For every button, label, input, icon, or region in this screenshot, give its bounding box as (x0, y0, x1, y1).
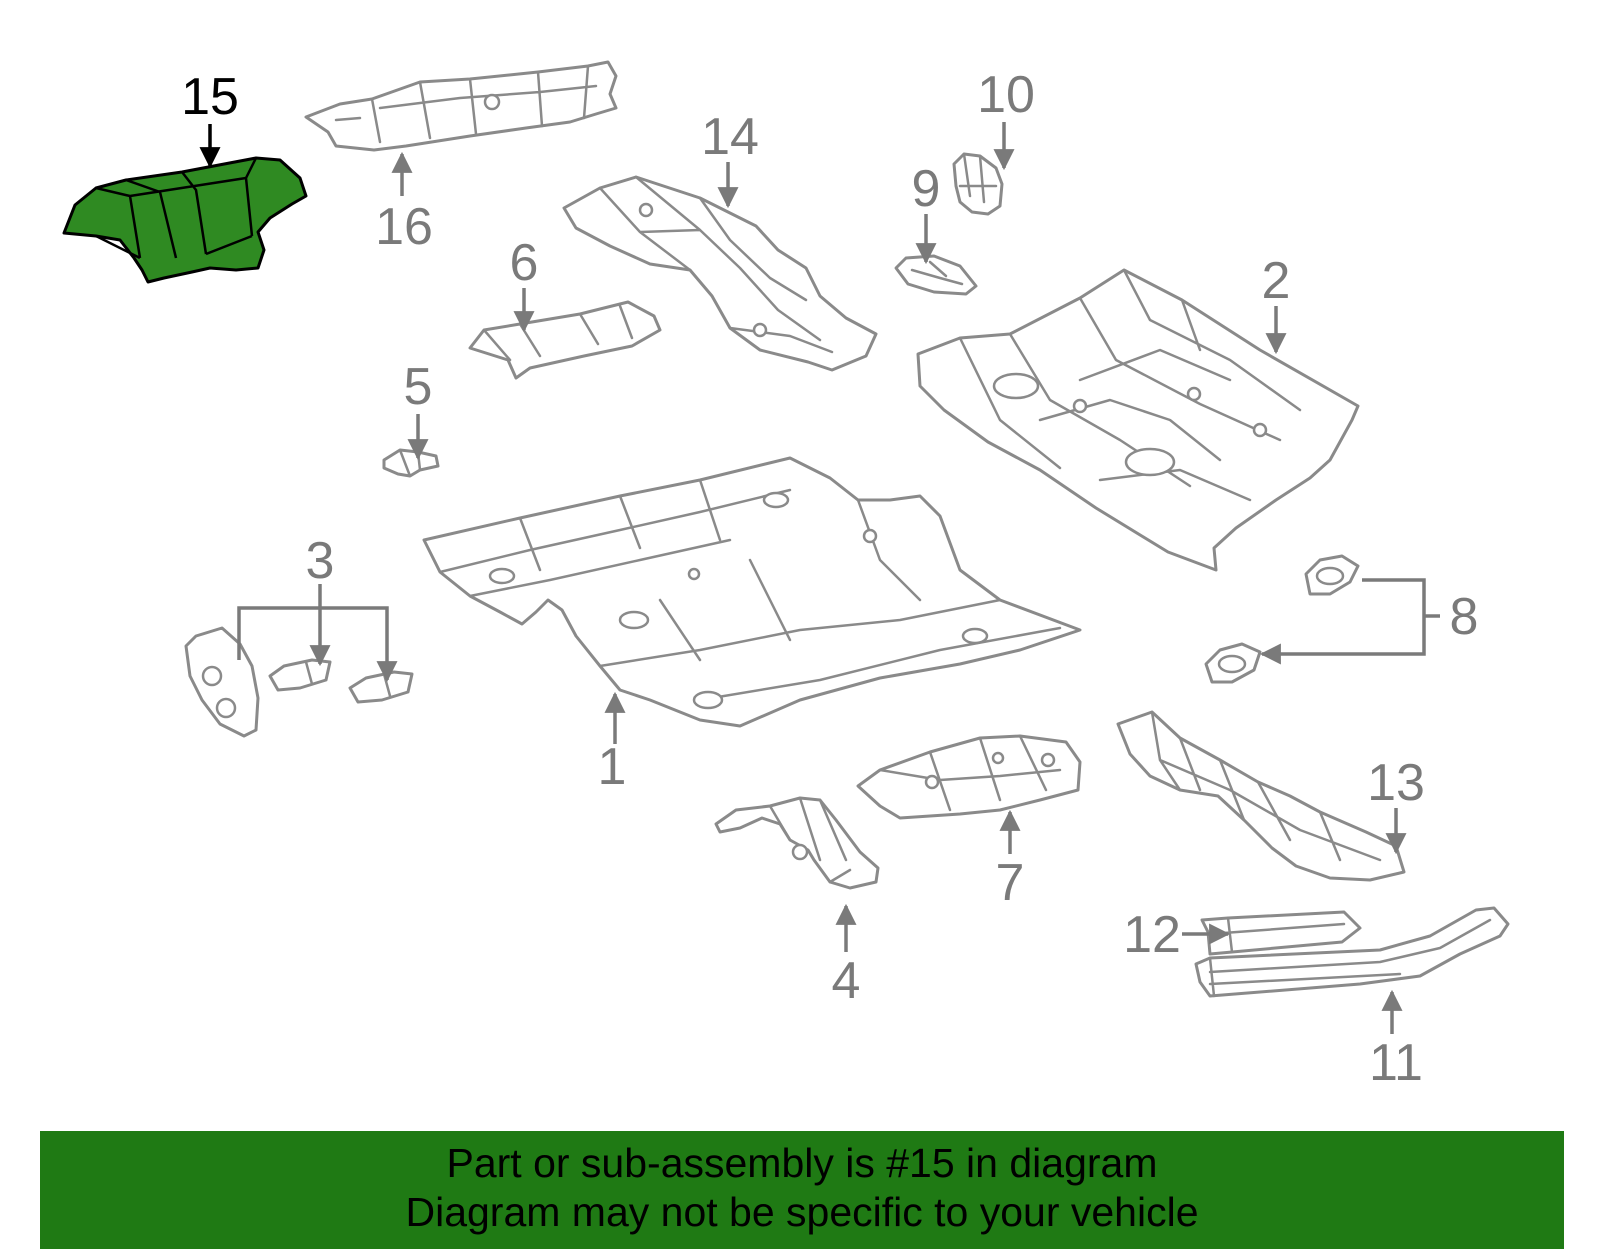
banner-line-1: Part or sub-assembly is #15 in diagram (446, 1140, 1158, 1186)
callout-6: 6 (510, 234, 539, 292)
part-9-plug[interactable] (894, 254, 978, 296)
part-8-plugs[interactable] (1204, 554, 1360, 684)
callout-13: 13 (1367, 754, 1425, 812)
banner-text: Part or sub-assembly is #15 in diagram D… (40, 1139, 1564, 1237)
part-4-bracket[interactable] (714, 796, 880, 890)
callout-4: 4 (832, 952, 861, 1010)
callout-1: 1 (598, 738, 627, 796)
callout-12: 12 (1123, 906, 1181, 964)
part-15-heat-insulator[interactable] (62, 156, 308, 284)
callout-9: 9 (912, 160, 941, 218)
part-5-clip[interactable] (382, 448, 440, 478)
callout-8: 8 (1450, 588, 1479, 646)
callout-15: 15 (181, 68, 239, 126)
info-banner: Part or sub-assembly is #15 in diagram D… (40, 1131, 1564, 1249)
callout-2: 2 (1262, 252, 1291, 310)
leader-lines (199, 122, 1440, 1034)
callout-3: 3 (306, 532, 335, 590)
callout-7: 7 (996, 854, 1025, 912)
callout-14: 14 (701, 108, 759, 166)
part-3-plugs[interactable] (184, 626, 414, 738)
callout-5: 5 (404, 358, 433, 416)
part-11-rocker-sill[interactable] (1194, 906, 1510, 998)
part-13-floor-rail[interactable] (1116, 710, 1406, 882)
part-7-reinforcement[interactable] (856, 734, 1082, 820)
part-2-rear-floor-pan[interactable] (916, 268, 1360, 572)
part-6-bracket[interactable] (468, 300, 662, 380)
callout-labels: 15 16 14 10 9 6 2 5 3 8 1 7 4 13 12 11 (181, 66, 1478, 1092)
banner-line-2: Diagram may not be specific to your vehi… (405, 1189, 1199, 1235)
callout-16: 16 (375, 198, 433, 256)
part-1-front-floor-pan[interactable] (422, 456, 1082, 728)
part-10-bracket[interactable] (952, 152, 1004, 216)
part-16-heat-insulator[interactable] (304, 60, 618, 152)
callout-10: 10 (977, 66, 1035, 124)
callout-11: 11 (1369, 1034, 1423, 1092)
